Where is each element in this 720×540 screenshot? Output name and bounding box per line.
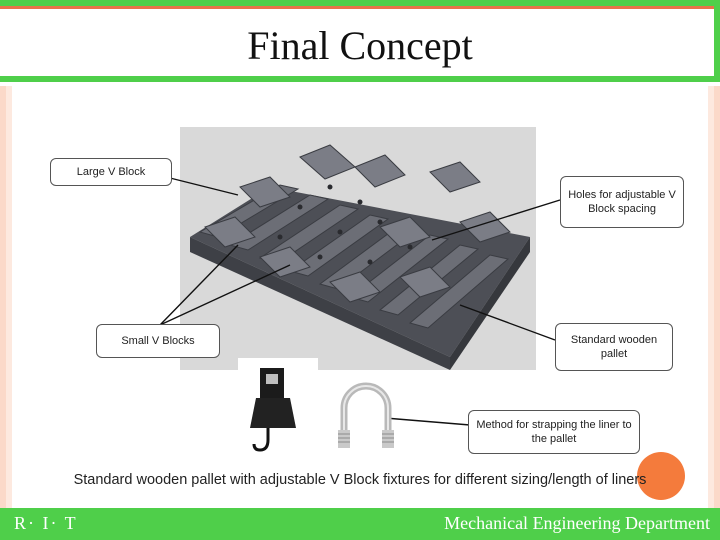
leader-line-small-v-blocks-a: [159, 244, 239, 326]
orange-decor-circle: [637, 452, 685, 500]
rit-logo: R· I· T: [14, 513, 78, 533]
title-frame: [0, 6, 714, 80]
leader-line-small-v-blocks-b: [159, 264, 291, 326]
callout-holes: Holes for adjustable V Block spacing: [560, 176, 684, 228]
page-title: Final Concept: [247, 23, 473, 68]
title-bottom-accent: [0, 76, 720, 82]
leader-line-standard-pallet: [459, 304, 556, 341]
footer-bar: [0, 508, 720, 540]
top-accent-bar: [0, 0, 720, 6]
left-decor-stripe: [0, 0, 12, 540]
slide-caption: Standard wooden pallet with adjustable V…: [73, 472, 647, 488]
right-decor-stripe: [708, 0, 720, 540]
pallet-render-image: [180, 127, 536, 370]
callout-strapping-method: Method for strapping the liner to the pa…: [468, 410, 640, 454]
leader-line-strapping: [384, 417, 471, 426]
callout-standard-pallet: Standard wooden pallet: [555, 323, 673, 371]
pallet-render-drawing: [190, 144, 530, 370]
title-right-accent: [714, 6, 720, 80]
callout-large-v-block: Large V Block: [50, 158, 172, 186]
leader-line-holes: [431, 199, 561, 241]
department-name: Mechanical Engineering Department: [444, 513, 710, 533]
callout-small-v-blocks: Small V Blocks: [96, 324, 220, 358]
